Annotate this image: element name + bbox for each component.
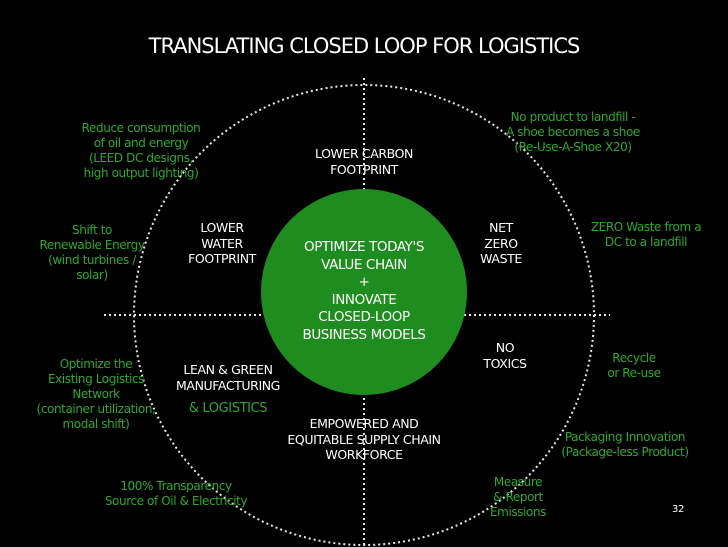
lower-water-footprint-label: LOWER WATER FOOTPRINT	[188, 220, 256, 267]
net-zero-waste-label: NET ZERO WASTE	[480, 220, 522, 267]
lower-carbon-footprint-label: LOWER CARBON FOOTPRINT	[315, 146, 413, 177]
reduce-consumption-note: Reduce consumption of oil and energy (LE…	[81, 121, 201, 180]
recycle-note: Recycle or Re-use	[607, 351, 661, 380]
empowered-workforce-label: EMPOWERED AND EQUITABLE SUPPLY CHAIN WOR…	[287, 416, 441, 463]
optimize-logistics-note: Optimize the Existing Logistics Network …	[36, 357, 156, 431]
slide-title: TRANSLATING CLOSED LOOP FOR LOGISTICS	[148, 34, 581, 58]
packaging-innovation-note: Packaging Innovation (Package-less Produ…	[561, 430, 689, 459]
renewable-energy-note: Shift to Renewable Energy (wind turbines…	[39, 223, 145, 282]
page-number: 32	[672, 504, 684, 515]
logistics-label: & LOGISTICS	[188, 401, 268, 416]
measure-report-note: Measure & Report Emissions	[489, 475, 547, 519]
transparency-note: 100% Transparency Source of Oil & Electr…	[104, 479, 248, 508]
center-circle	[261, 189, 467, 395]
lean-green-manufacturing-label: LEAN & GREEN MANUFACTURING	[176, 362, 280, 393]
center-goal-text: OPTIMIZE TODAY'S VALUE CHAIN + INNOVATE …	[302, 239, 426, 343]
no-toxics-label: NO TOXICS	[483, 340, 527, 371]
zero-waste-note: ZERO Waste from a DC to a landfill	[590, 220, 702, 249]
no-product-to-landfill-note: No product to landfill - A shoe becomes …	[506, 110, 640, 154]
